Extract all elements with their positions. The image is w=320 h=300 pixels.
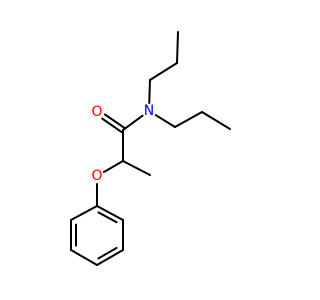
- bond-propyl1-bc: [176, 31, 179, 64]
- bond-alpha-o-ether: [102, 160, 124, 174]
- bond-ring-6-1: [96, 205, 124, 221]
- bond-ring-3-4: [70, 249, 98, 266]
- atom-label-n-amide: N: [144, 103, 154, 119]
- atom-label-o-ether: O: [91, 168, 102, 184]
- bond-n-propyl2: [154, 114, 176, 128]
- bond-propyl2-bc: [201, 111, 231, 130]
- bond-c-o-carbonyl-b: [101, 117, 123, 134]
- bond-ring-4-5: [96, 249, 124, 266]
- bond-alpha-methyl: [122, 160, 151, 176]
- bond-ring-6-1-inner: [97, 211, 118, 224]
- bond-c-n: [122, 114, 144, 131]
- bond-propyl2-ab: [174, 111, 203, 128]
- skeletal-structure: O N O: [70, 31, 231, 266]
- bond-c-o-carbonyl-a: [104, 113, 126, 129]
- atom-label-o-carbonyl: O: [91, 104, 102, 120]
- bond-ring-1-2: [70, 205, 98, 221]
- bond-n-propyl1: [148, 79, 151, 105]
- molecule-canvas: O N O: [70, 31, 231, 266]
- bond-ring-4-5-inner: [97, 246, 118, 260]
- bond-propyl1-ab: [149, 62, 178, 81]
